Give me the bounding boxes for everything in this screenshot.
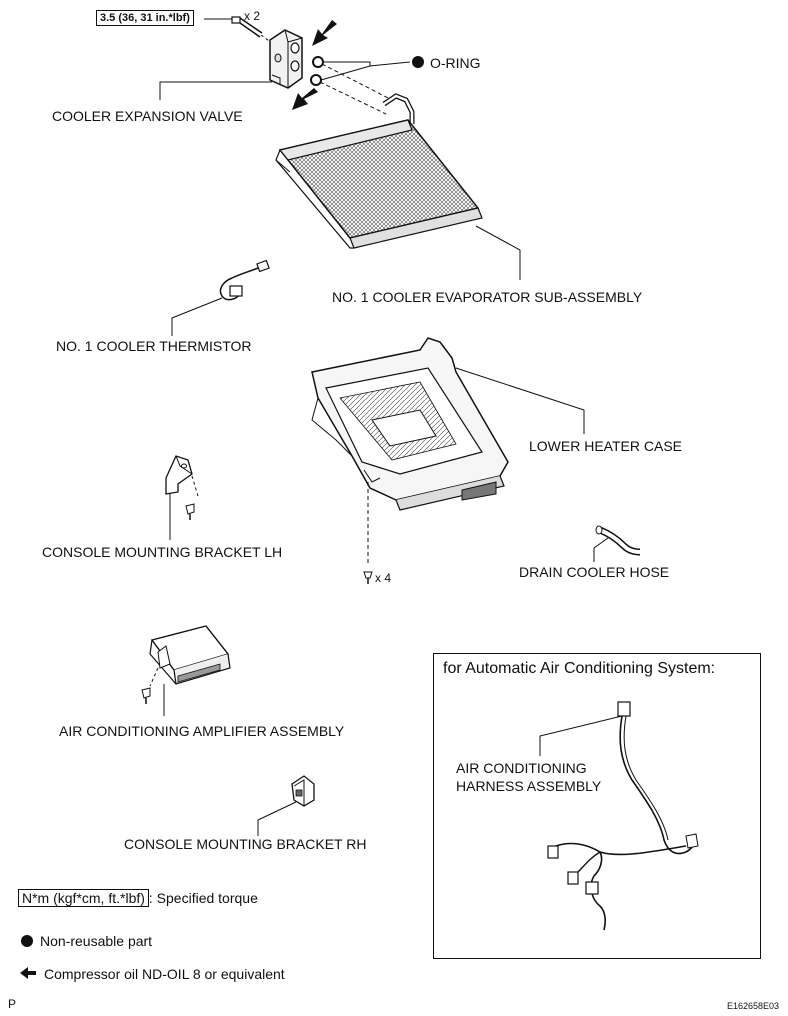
thermistor-leader (171, 297, 223, 336)
amplifier (149, 625, 231, 685)
legend-torque-text: : Specified torque (148, 890, 258, 906)
label-drain-hose: DRAIN COOLER HOSE (519, 564, 670, 580)
lower-case-leader (455, 367, 585, 434)
footer-code: E162658E03 (727, 1001, 780, 1011)
drain-hose-leader (593, 537, 609, 562)
torque-spec: 3.5 (36, 31 in.*lbf) (96, 10, 194, 26)
evaporator-leader (475, 225, 521, 280)
bracket-lh (165, 455, 193, 495)
label-amplifier: AIR CONDITIONING AMPLIFIER ASSEMBLY (59, 723, 345, 739)
automatic-ac-inset (433, 653, 761, 959)
label-o-ring: O-RING (430, 55, 481, 71)
bolt-icon (231, 16, 277, 47)
arrow-icon (292, 20, 337, 110)
lower-heater-case (311, 337, 509, 511)
label-expansion-valve: COOLER EXPANSION VALVE (52, 108, 243, 124)
screw-icon (185, 503, 195, 520)
o-ring (310, 56, 324, 86)
label-bracket-lh: CONSOLE MOUNTING BRACKET LH (42, 544, 283, 560)
label-bracket-rh: CONSOLE MOUNTING BRACKET RH (124, 836, 367, 852)
screw-quantity: x 4 (375, 571, 392, 585)
label-harness-line2: HARNESS ASSEMBLY (456, 778, 602, 794)
label-harness-line1: AIR CONDITIONING (456, 760, 587, 776)
screw-icon (141, 687, 151, 704)
legend-torque-symbol: N*m (kgf*cm, ft.*lbf) (18, 889, 149, 907)
footer-page-marker: P (8, 997, 17, 1011)
thermistor (219, 259, 270, 301)
bracket-rh (291, 775, 315, 807)
legend-torque: N*m (kgf*cm, ft.*lbf): Specified torque (18, 889, 258, 907)
evaporator (275, 93, 483, 249)
label-lower-heater-case: LOWER HEATER CASE (529, 438, 682, 454)
screw-icon (363, 571, 373, 584)
legend-oil: Compressor oil ND-OIL 8 or equivalent (44, 966, 285, 982)
inset-title: for Automatic Air Conditioning System: (443, 660, 716, 677)
harness (547, 701, 699, 931)
expansion-valve-leader (159, 81, 272, 100)
legend-nonreusable: Non-reusable part (40, 933, 153, 949)
label-thermistor: NO. 1 COOLER THERMISTOR (56, 338, 252, 354)
arrow-icon (20, 967, 36, 979)
harness-leader (539, 715, 623, 756)
expansion-valve (269, 29, 303, 89)
bracket-rh-leader (257, 801, 297, 836)
label-evaporator: NO. 1 COOLER EVAPORATOR SUB-ASSEMBLY (332, 289, 643, 305)
black-dot-icon (412, 56, 424, 68)
black-dot-icon (21, 935, 33, 947)
bolt-quantity: x 2 (244, 9, 261, 23)
drain-hose (595, 525, 641, 556)
